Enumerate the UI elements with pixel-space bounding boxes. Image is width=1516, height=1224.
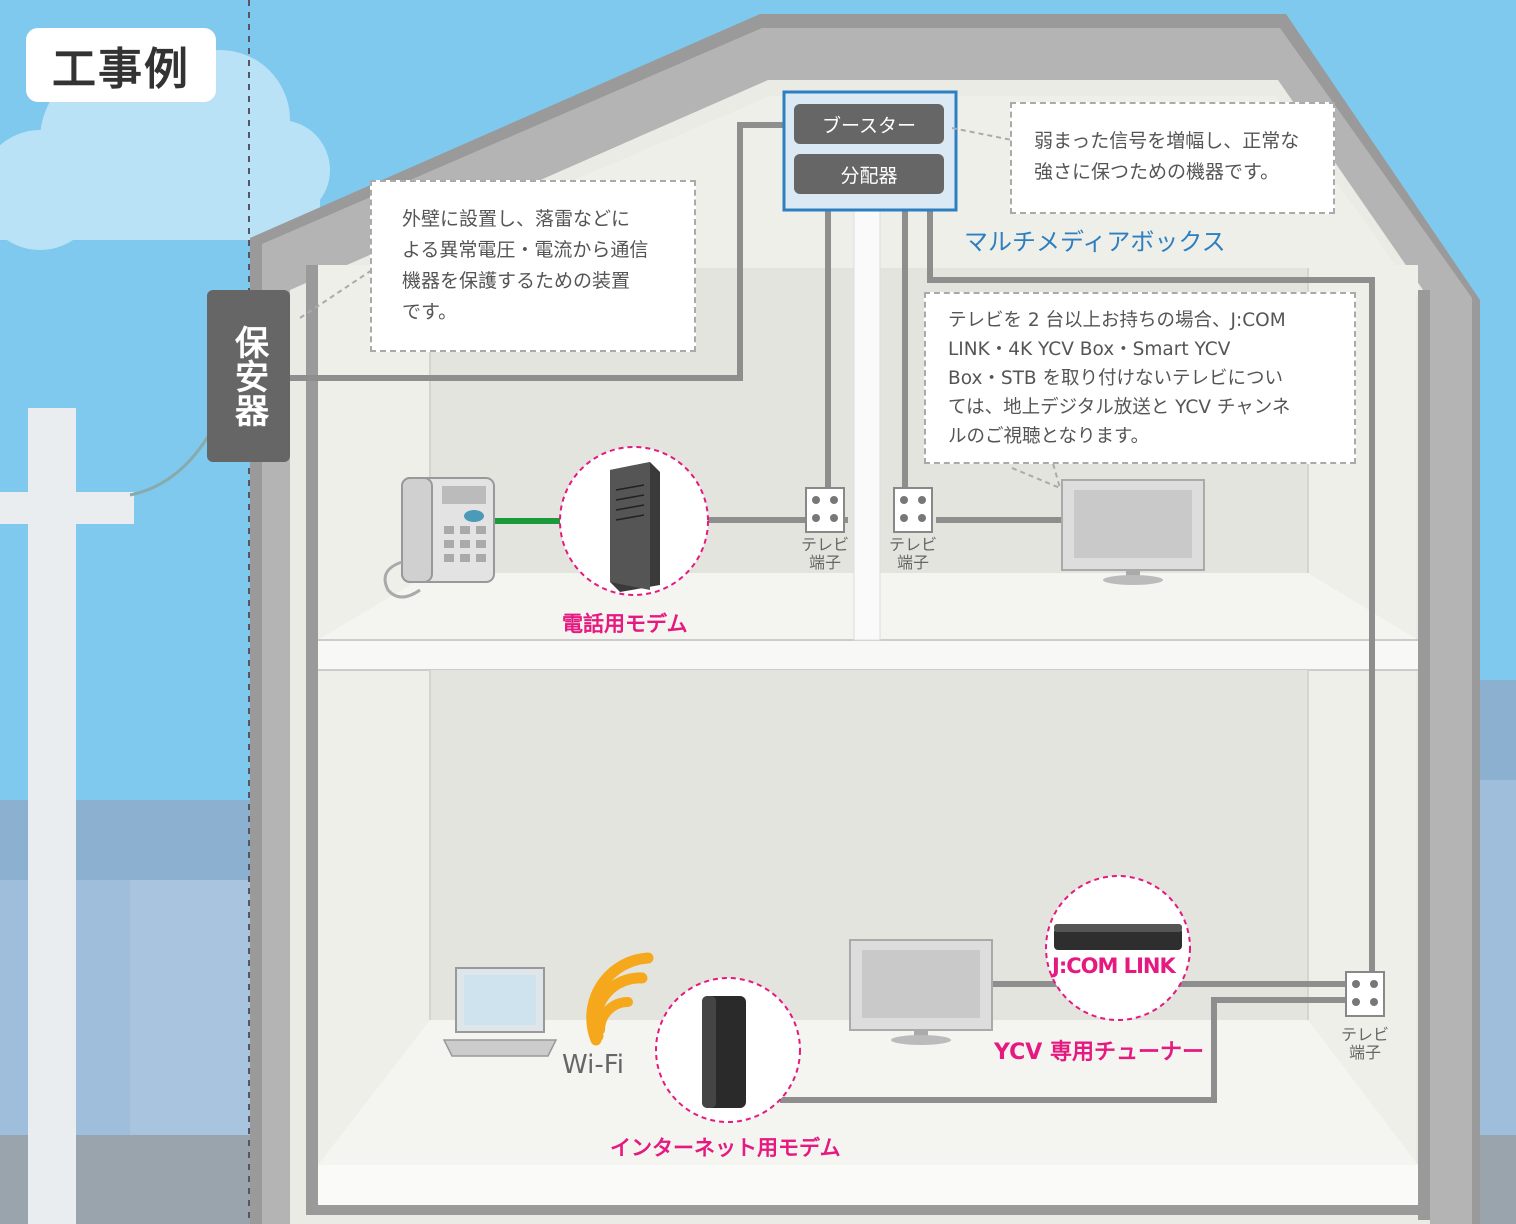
- internet-modem-icon: [702, 996, 746, 1108]
- tv-callout-line-3: Box・STB を取り付けないテレビについ: [948, 368, 1284, 389]
- tuner-label: YCV 専用チューナー: [994, 1040, 1204, 1065]
- hoanki-callout-line-1: 外壁に設置し、落雷などに: [402, 208, 631, 230]
- tv-callout: テレビを 2 台以上お持ちの場合、J:COM LINK・4K YCV Box・S…: [924, 292, 1356, 464]
- tv-callout-line-4: ては、地上デジタル放送と YCV チャンネ: [948, 397, 1291, 418]
- tv-terminal-socket-2: [893, 487, 933, 533]
- internet-modem-label: インターネット用モデム: [610, 1136, 841, 1160]
- telephone-icon: [383, 477, 495, 599]
- splitter-box: 分配器: [794, 154, 944, 194]
- tv-lower-icon: [849, 939, 993, 1045]
- phone-modem-icon: [610, 462, 660, 592]
- hoanki-callout-line-4: です。: [402, 301, 458, 323]
- wifi-icon: [586, 952, 654, 1046]
- booster-callout: 弱まった信号を増幅し、正常な 強さに保つための機器です。: [1010, 102, 1335, 214]
- hoanki-callout-line-3: 機器を保護するための装置: [402, 270, 631, 292]
- tv-callout-line-5: ルのご視聴となります。: [948, 426, 1150, 447]
- booster-callout-line-1: 弱まった信号を増幅し、正常な: [1034, 130, 1300, 152]
- tv-terminal-socket-1: [805, 487, 845, 533]
- tv-callout-line-1: テレビを 2 台以上お持ちの場合、J:COM: [948, 310, 1286, 331]
- multimedia-box-label: マルチメディアボックス: [964, 228, 1226, 256]
- hoanki-callout: 外壁に設置し、落雷などに よる異常電圧・電流から通信 機器を保護するための装置 …: [370, 180, 696, 352]
- phone-modem-label: 電話用モデム: [562, 612, 688, 636]
- laptop-icon: [442, 967, 558, 1057]
- utility-pole: [0, 408, 134, 1224]
- page-title: 工事例: [26, 28, 216, 102]
- tv-upper-icon: [1061, 479, 1205, 585]
- booster-box: ブースター: [794, 104, 944, 144]
- wifi-label: Wi-Fi: [562, 1050, 625, 1080]
- hoanki-callout-line-2: よる異常電圧・電流から通信: [402, 239, 649, 261]
- tv-terminal-label-3: テレビ 端子: [1340, 1025, 1389, 1062]
- booster-callout-line-2: 強さに保つための機器です。: [1034, 161, 1280, 183]
- jcom-link-device-icon: [1054, 924, 1182, 950]
- tv-terminal-label-2: テレビ 端子: [888, 535, 937, 572]
- tv-callout-line-2: LINK・4K YCV Box・Smart YCV: [948, 339, 1231, 360]
- jcom-link-label: J:COM LINK: [1052, 954, 1176, 978]
- hoanki-box: 保安器: [207, 290, 290, 462]
- tv-terminal-label-1: テレビ 端子: [800, 535, 849, 572]
- tv-terminal-socket-3: [1345, 971, 1385, 1017]
- hoanki-label: 保安器: [228, 325, 269, 427]
